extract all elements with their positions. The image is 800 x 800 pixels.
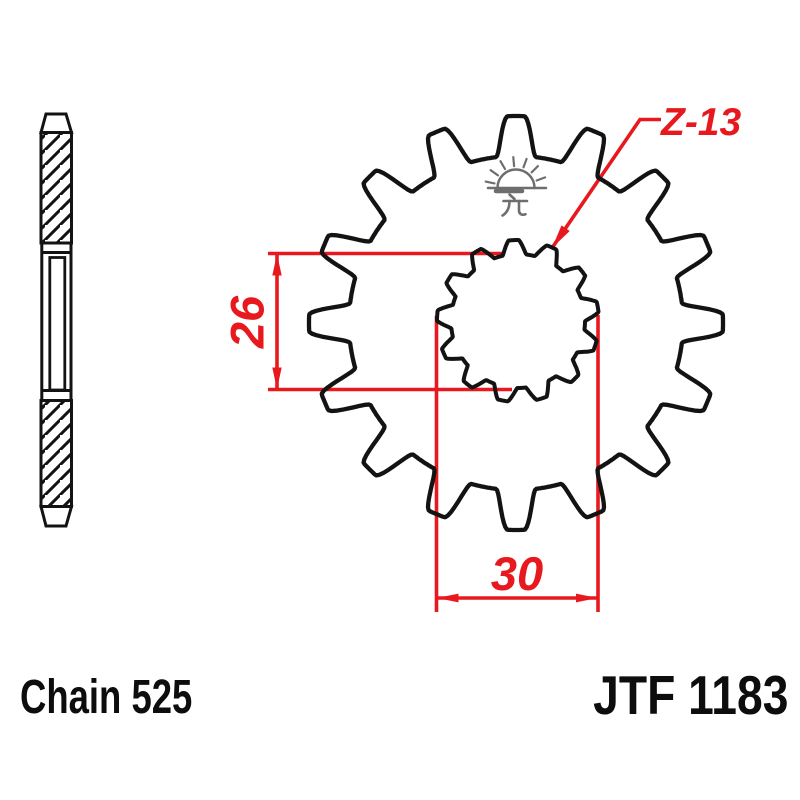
part-number-label: JTF 1183 xyxy=(592,664,788,726)
side-view-bore-inner xyxy=(48,256,67,392)
dim-30-arrow-left xyxy=(437,593,459,603)
sprocket-front-view xyxy=(306,113,726,533)
side-view-bottom-chamfer xyxy=(39,505,74,528)
z13-leader-arrow xyxy=(552,225,570,248)
spline-count-label: Z-13 xyxy=(661,101,742,144)
dimension-26-label: 26 xyxy=(220,295,274,349)
chain-size-label: Chain 525 xyxy=(20,671,193,724)
logo-sun-rays xyxy=(484,156,547,185)
logo-sun-arc xyxy=(496,168,536,190)
jt-sunrise-logo-icon xyxy=(484,156,548,217)
dim-30-arrow-right xyxy=(576,593,598,603)
sprocket-side-view xyxy=(39,112,74,528)
dim-26-arrow-up xyxy=(272,254,282,276)
logo-jt-glyph xyxy=(501,193,529,217)
dim-26-arrow-down xyxy=(272,367,282,389)
z13-leader-line xyxy=(550,117,661,250)
dimension-30-label: 30 xyxy=(490,547,544,600)
sprocket-outline-path xyxy=(306,113,726,533)
dimension-annotations xyxy=(268,117,661,612)
side-view-upper-hatch xyxy=(39,131,73,245)
side-view-top-chamfer xyxy=(39,112,74,134)
spline-bore-path xyxy=(435,238,601,404)
side-view-lower-hatch xyxy=(39,399,73,508)
side-view-hub-outer xyxy=(40,241,73,402)
